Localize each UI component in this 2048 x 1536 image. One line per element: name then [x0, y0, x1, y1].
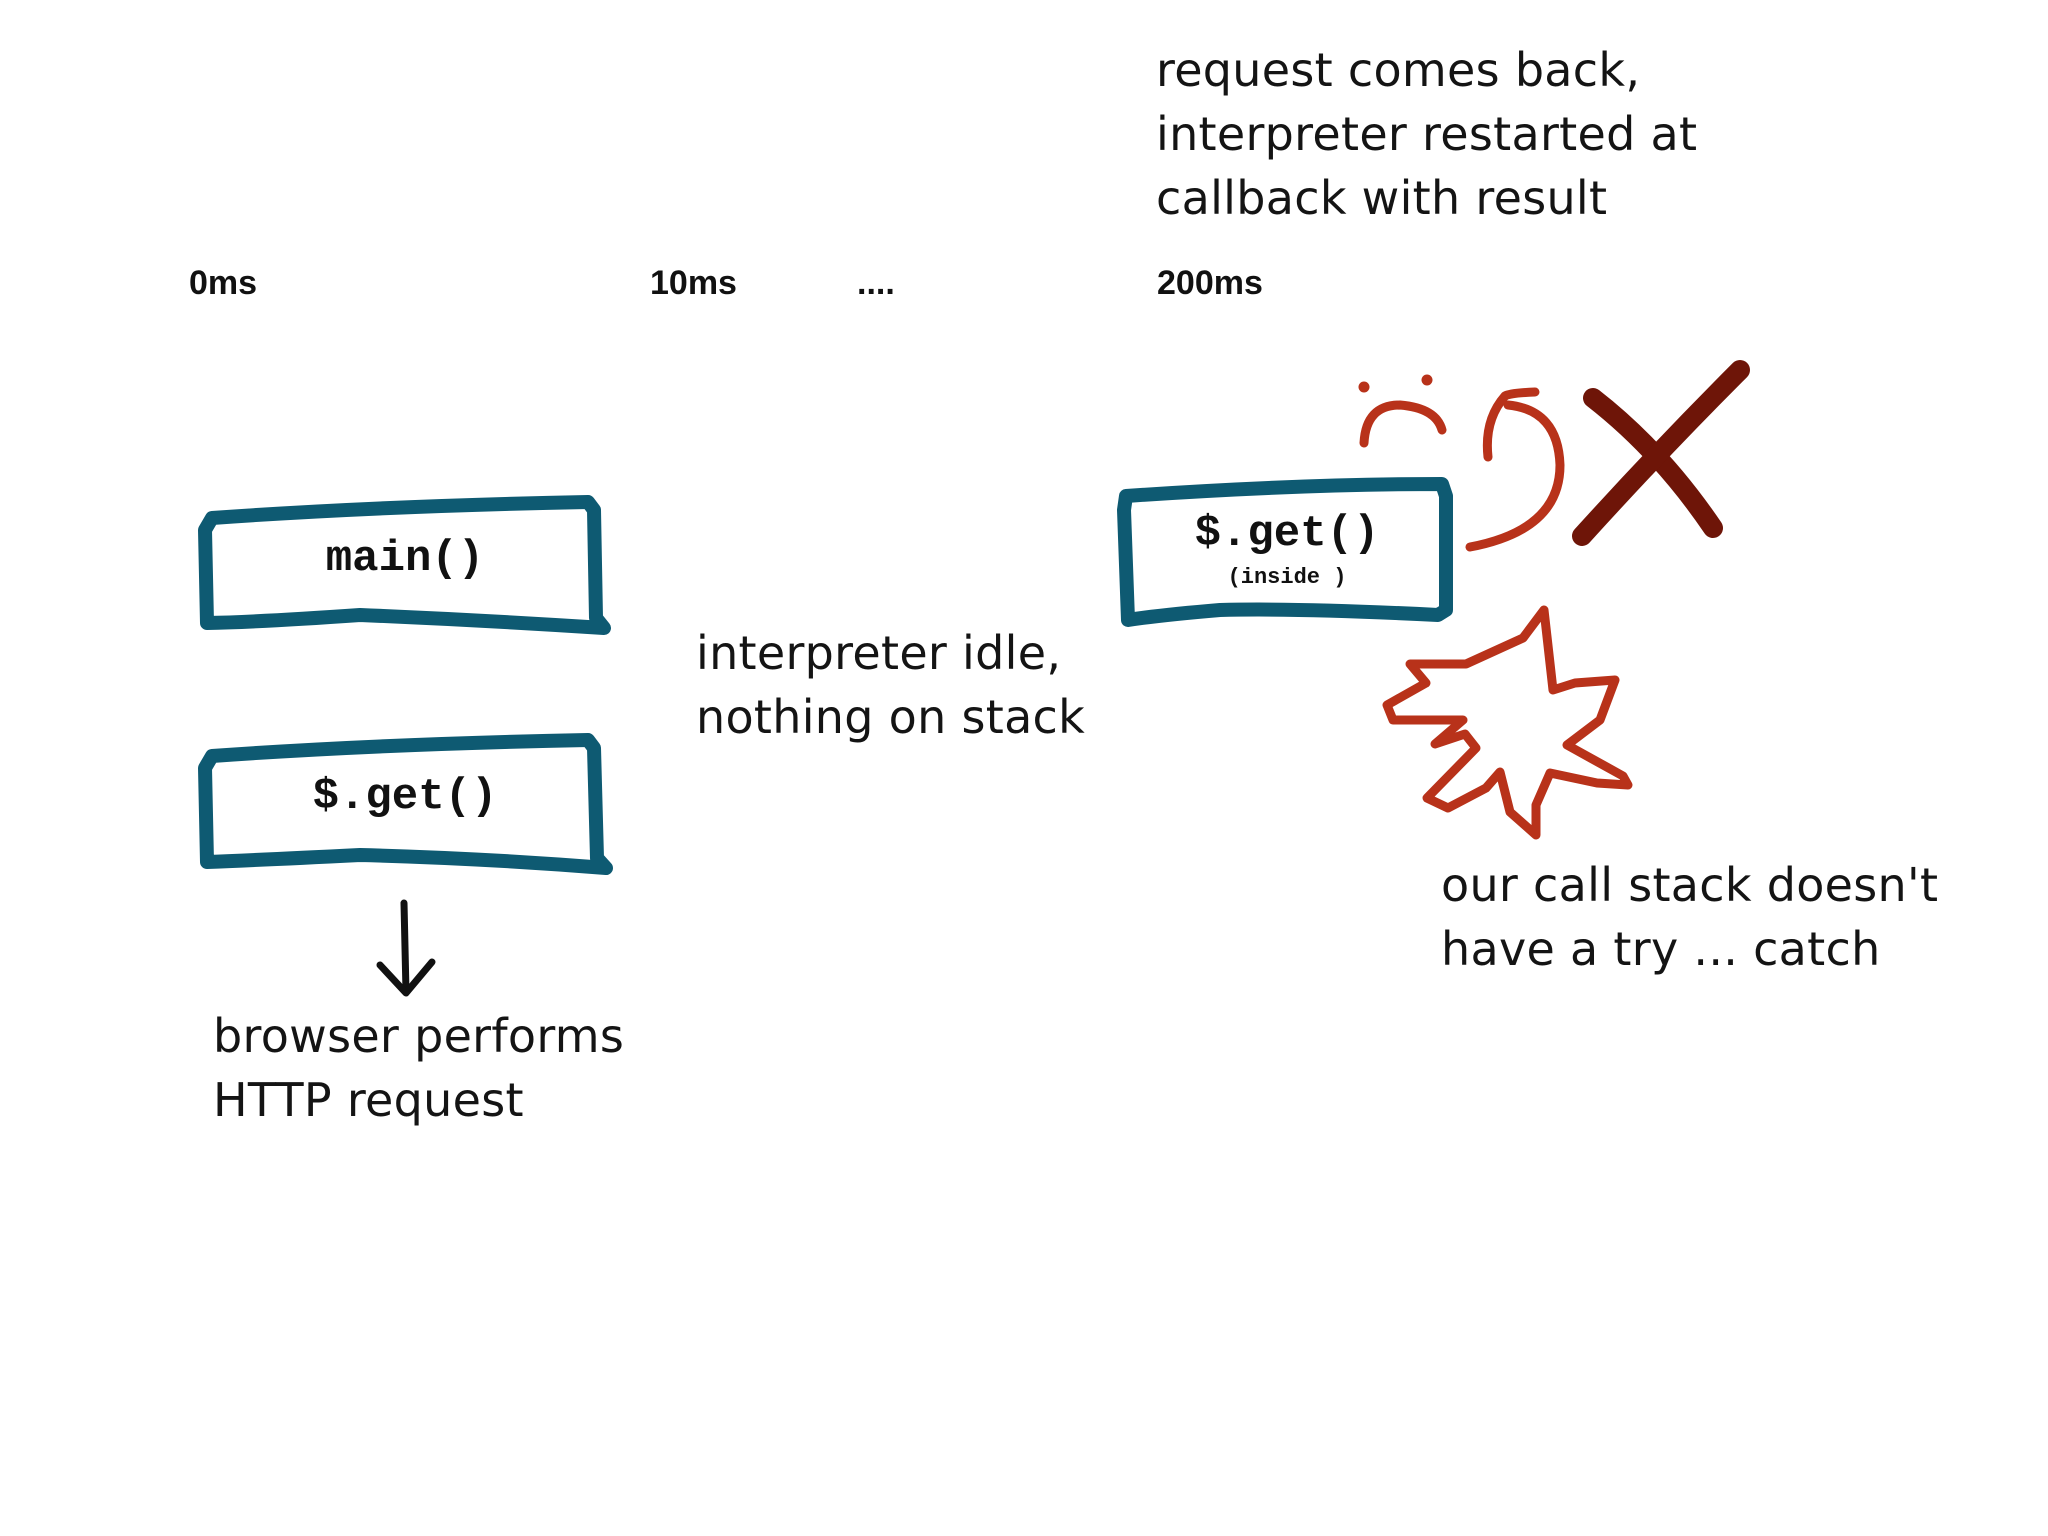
callback-restart-note-line3: callback with result — [1156, 171, 1608, 225]
no-try-catch-note: our call stack doesn't have a try ... ca… — [1441, 853, 1938, 981]
down-arrow-icon — [376, 899, 436, 997]
no-try-catch-note-line2: have a try ... catch — [1441, 922, 1881, 976]
main-frame-label: main() — [325, 534, 485, 584]
browser-request-note-line1: browser performs — [213, 1009, 625, 1063]
no-try-catch-note-line1: our call stack doesn't — [1441, 858, 1939, 912]
timeline-label-10ms: 10ms — [650, 264, 737, 302]
timeline-ellipsis: .... — [857, 264, 895, 302]
callback-restart-note-line2: interpreter restarted at — [1156, 107, 1698, 161]
explosion-burst-icon — [1382, 605, 1633, 840]
get-frame-label-0ms: $.get() — [312, 772, 498, 822]
interpreter-idle-note: interpreter idle, nothing on stack — [696, 621, 1085, 749]
curved-arrow-icon — [1465, 387, 1565, 552]
main-frame-box — [198, 495, 611, 635]
browser-request-note-line2: HTTP request — [213, 1073, 524, 1127]
timeline-label-0ms: 0ms — [189, 264, 258, 302]
get-frame-box-0ms — [198, 733, 613, 875]
browser-request-note: browser performs HTTP request — [213, 1004, 624, 1132]
timeline-label-200ms: 200ms — [1157, 264, 1263, 302]
callback-restart-note-line1: request comes back, — [1156, 43, 1641, 97]
interpreter-idle-note-line2: nothing on stack — [696, 690, 1086, 744]
interpreter-idle-note-line1: interpreter idle, — [696, 626, 1062, 680]
get-frame-sublabel-200ms: (inside ) — [1227, 565, 1347, 590]
cross-x-icon — [1572, 360, 1750, 546]
frown-face-icon — [1358, 374, 1447, 448]
get-frame-box-200ms — [1117, 477, 1453, 627]
callback-restart-note: request comes back, interpreter restarte… — [1156, 38, 1697, 230]
get-frame-label-200ms: $.get() — [1194, 509, 1380, 559]
